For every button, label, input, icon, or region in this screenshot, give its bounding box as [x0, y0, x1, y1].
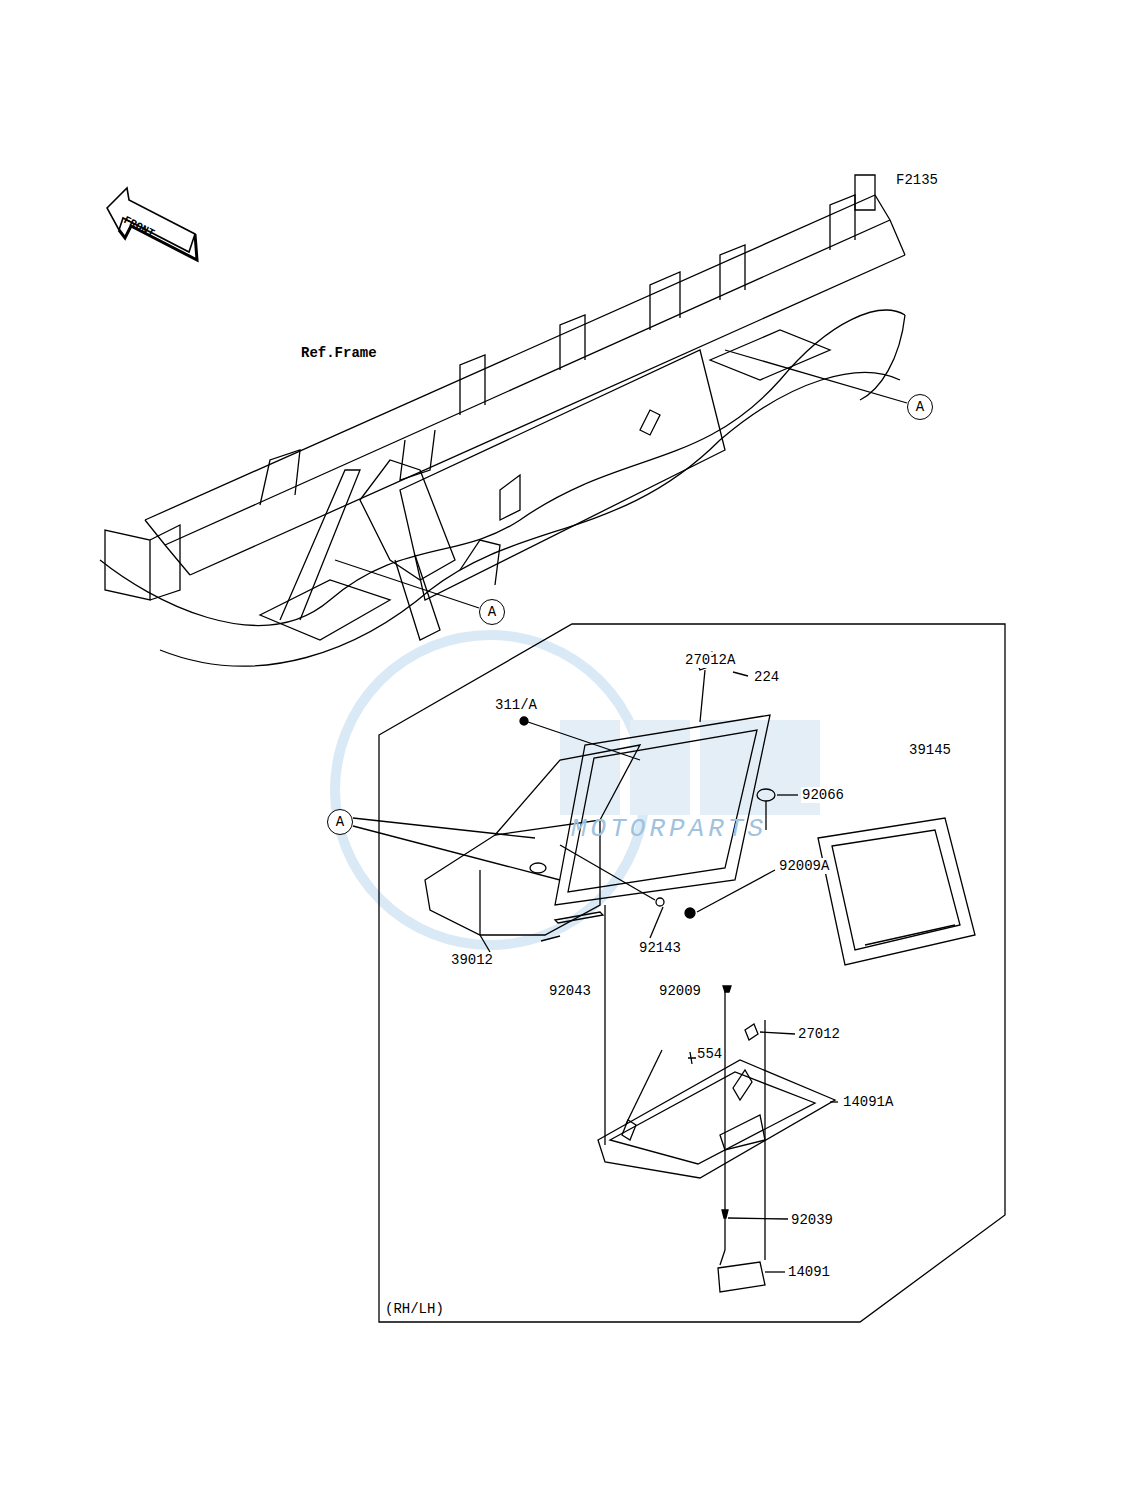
arrow-outline — [107, 188, 195, 252]
callout-number: 92009 — [658, 983, 702, 999]
callout-number: 92066 — [801, 787, 845, 803]
reference-circle: A — [479, 599, 505, 625]
reference-note: Ref.Frame — [300, 345, 378, 361]
reference-letter: A — [488, 604, 496, 620]
callout-number: 92009A — [778, 858, 830, 874]
callout-number: 14091 — [787, 1264, 831, 1280]
outline — [379, 624, 1005, 1322]
direction-arrow: FRONT — [105, 186, 201, 270]
callout-number: 39145 — [908, 742, 952, 758]
reference-circle: A — [907, 394, 933, 420]
callout-number: 92039 — [790, 1212, 834, 1228]
group-note: (RH/LH) — [385, 1301, 444, 1317]
group-outline: (RH/LH) — [378, 623, 1006, 1323]
reference-circle: A — [327, 809, 353, 835]
watermark: MOTORPARTS — [570, 815, 768, 843]
callout-number: 92043 — [548, 983, 592, 999]
callout-number: 14091A — [842, 1094, 894, 1110]
callout-number: 39012 — [450, 952, 494, 968]
reference-letter: A — [336, 814, 344, 830]
callout-number: 311/A — [494, 697, 538, 713]
figure-code: F2135 — [895, 172, 939, 188]
callout-number: 224 — [753, 669, 780, 685]
callout-number: 92143 — [638, 940, 682, 956]
callout-number: 554 — [696, 1046, 723, 1062]
group-outline-shape — [378, 623, 1006, 1323]
reference-letter: A — [916, 399, 924, 415]
callout-number: 27012A — [684, 652, 736, 668]
callout-number: 27012 — [797, 1026, 841, 1042]
